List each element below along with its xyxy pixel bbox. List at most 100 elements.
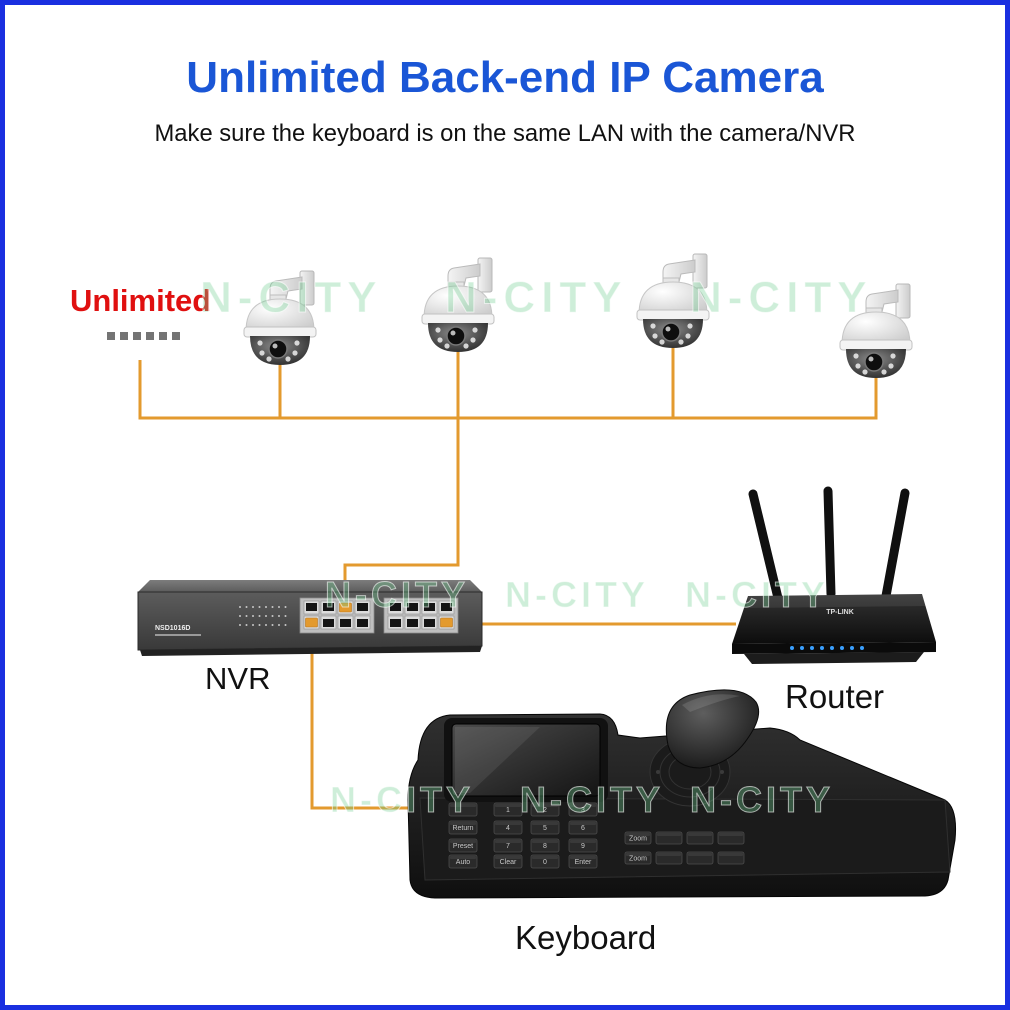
antenna [823, 486, 836, 599]
key-label: 7 [506, 843, 510, 850]
cable-plug [339, 602, 352, 613]
status-led [252, 624, 254, 626]
key-label: 9 [581, 843, 585, 850]
keyboard-key: Zoom [624, 851, 652, 865]
status-led [265, 606, 267, 608]
key-label: Auto [456, 859, 471, 866]
nvr-label: NVR [205, 661, 271, 696]
ethernet-port [404, 615, 421, 630]
ethernet-port [337, 600, 354, 615]
camera-bus-cable [138, 360, 878, 420]
watermark: N-CITY [325, 574, 469, 615]
keyboard-label: Keyboard [515, 919, 657, 956]
keyboard-key: Preset [448, 838, 478, 853]
status-led [239, 615, 241, 617]
key-label: Preset [453, 843, 473, 850]
key-label: 5 [543, 825, 547, 832]
ethernet-port [387, 615, 404, 630]
ethernet-port [303, 615, 320, 630]
watermark: N-CITY [200, 273, 383, 322]
status-led [790, 646, 794, 650]
ethernet-port [303, 600, 320, 615]
key-label: Enter [575, 859, 592, 866]
keyboard-key [655, 831, 683, 845]
nvr-switch-icon: NSD1016D [137, 580, 483, 656]
key-label: 3 [581, 807, 585, 814]
key-label: 4 [506, 825, 510, 832]
status-led [800, 646, 804, 650]
page-title: Unlimited Back-end IP Camera [186, 53, 824, 102]
keyboard-cable [310, 630, 412, 810]
watermark: N-CITY [685, 574, 829, 615]
keyboard-key: 1 [493, 802, 523, 817]
ethernet-port [404, 600, 421, 615]
status-led [840, 646, 844, 650]
status-led [265, 624, 267, 626]
status-led [284, 606, 287, 608]
ethernet-port [337, 615, 354, 630]
keyboard-key: 8 [530, 838, 560, 853]
status-led [258, 615, 261, 617]
status-led [820, 646, 824, 650]
cable-plug [305, 617, 318, 628]
keyboard-key: 2 [530, 802, 560, 817]
camera-uplink-cable [343, 352, 460, 607]
watermark: N-CITY [690, 273, 873, 322]
keyboard-key: 0 [530, 854, 560, 869]
status-led [284, 615, 287, 617]
keyboard-key [655, 851, 683, 865]
key-label: Clear [500, 859, 517, 866]
keyboard-key: 7 [493, 838, 523, 853]
watermark: N-CITY [690, 779, 834, 820]
ethernet-port [320, 600, 337, 615]
switch-ports [303, 600, 455, 630]
status-led [271, 624, 274, 626]
cable-plug [440, 617, 453, 628]
keyboard-key: 4 [493, 820, 523, 835]
ethernet-port [387, 600, 404, 615]
key-label: Return [452, 825, 473, 832]
status-led [850, 646, 854, 650]
status-led [245, 624, 248, 626]
ethernet-port [354, 600, 371, 615]
network-cables [138, 348, 878, 810]
status-led [245, 606, 248, 608]
router-label: Router [785, 678, 885, 715]
status-led [258, 606, 261, 608]
key-label: Zoom [629, 836, 647, 843]
router-icon: TP-LINK [732, 486, 936, 664]
ethernet-port [438, 600, 455, 615]
keyboard-key: 9 [568, 838, 598, 853]
watermark: N-CITY [520, 779, 664, 820]
ethernet-port [354, 615, 371, 630]
key-label: 8 [543, 843, 547, 850]
router-status-leds [790, 646, 864, 650]
status-led [278, 624, 280, 626]
ethernet-port [421, 615, 438, 630]
watermark: N-CITY [330, 779, 474, 820]
status-led [258, 624, 261, 626]
ethernet-port [421, 600, 438, 615]
keyboard-key: Zoom [624, 831, 652, 845]
keyboard-key [686, 831, 714, 845]
keyboard-key: 3 [568, 802, 598, 817]
status-led [252, 606, 254, 608]
unlimited-dashes [107, 332, 180, 340]
status-led [271, 606, 274, 608]
watermark: N-CITY [445, 273, 628, 322]
keyboard-screen [451, 723, 601, 797]
antenna [748, 489, 783, 603]
key-label: Zoom [629, 856, 647, 863]
keyboard-key [717, 851, 745, 865]
watermark: N-CITY [505, 574, 649, 615]
nvr-model-label: NSD1016D [155, 625, 190, 632]
keyboard-key: 6 [568, 820, 598, 835]
key-label: 6 [581, 825, 585, 832]
status-led [810, 646, 814, 650]
status-led [278, 606, 280, 608]
keyboard-key [686, 851, 714, 865]
